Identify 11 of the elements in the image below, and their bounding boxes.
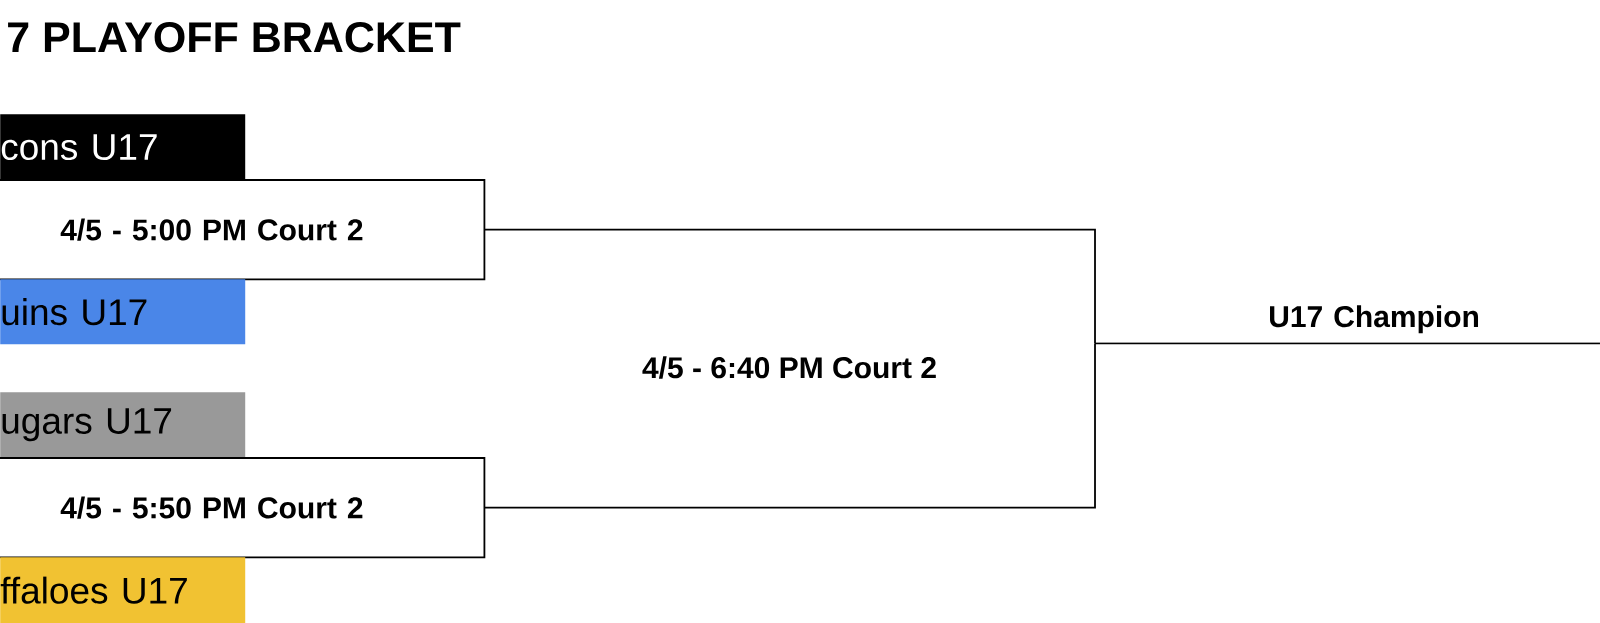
team-bar: cons U17	[0, 114, 246, 181]
team-bar: ffaloes U17	[0, 557, 246, 623]
bracket-line	[483, 342, 1096, 509]
game-time-label: 4/5 - 6:40 PM Court 2	[642, 356, 936, 379]
game-box: 4/5 - 5:00 PM Court 2	[0, 179, 486, 281]
bracket-title: 7 PLAYOFF BRACKET	[8, 21, 461, 53]
champion-slot: U17 Champion	[1094, 305, 1600, 345]
team-bar: ugars U17	[0, 392, 246, 458]
game-box: 4/5 - 5:50 PM Court 2	[0, 457, 486, 559]
bracket-line	[483, 228, 1096, 345]
team-bar: uins U17	[0, 279, 246, 345]
